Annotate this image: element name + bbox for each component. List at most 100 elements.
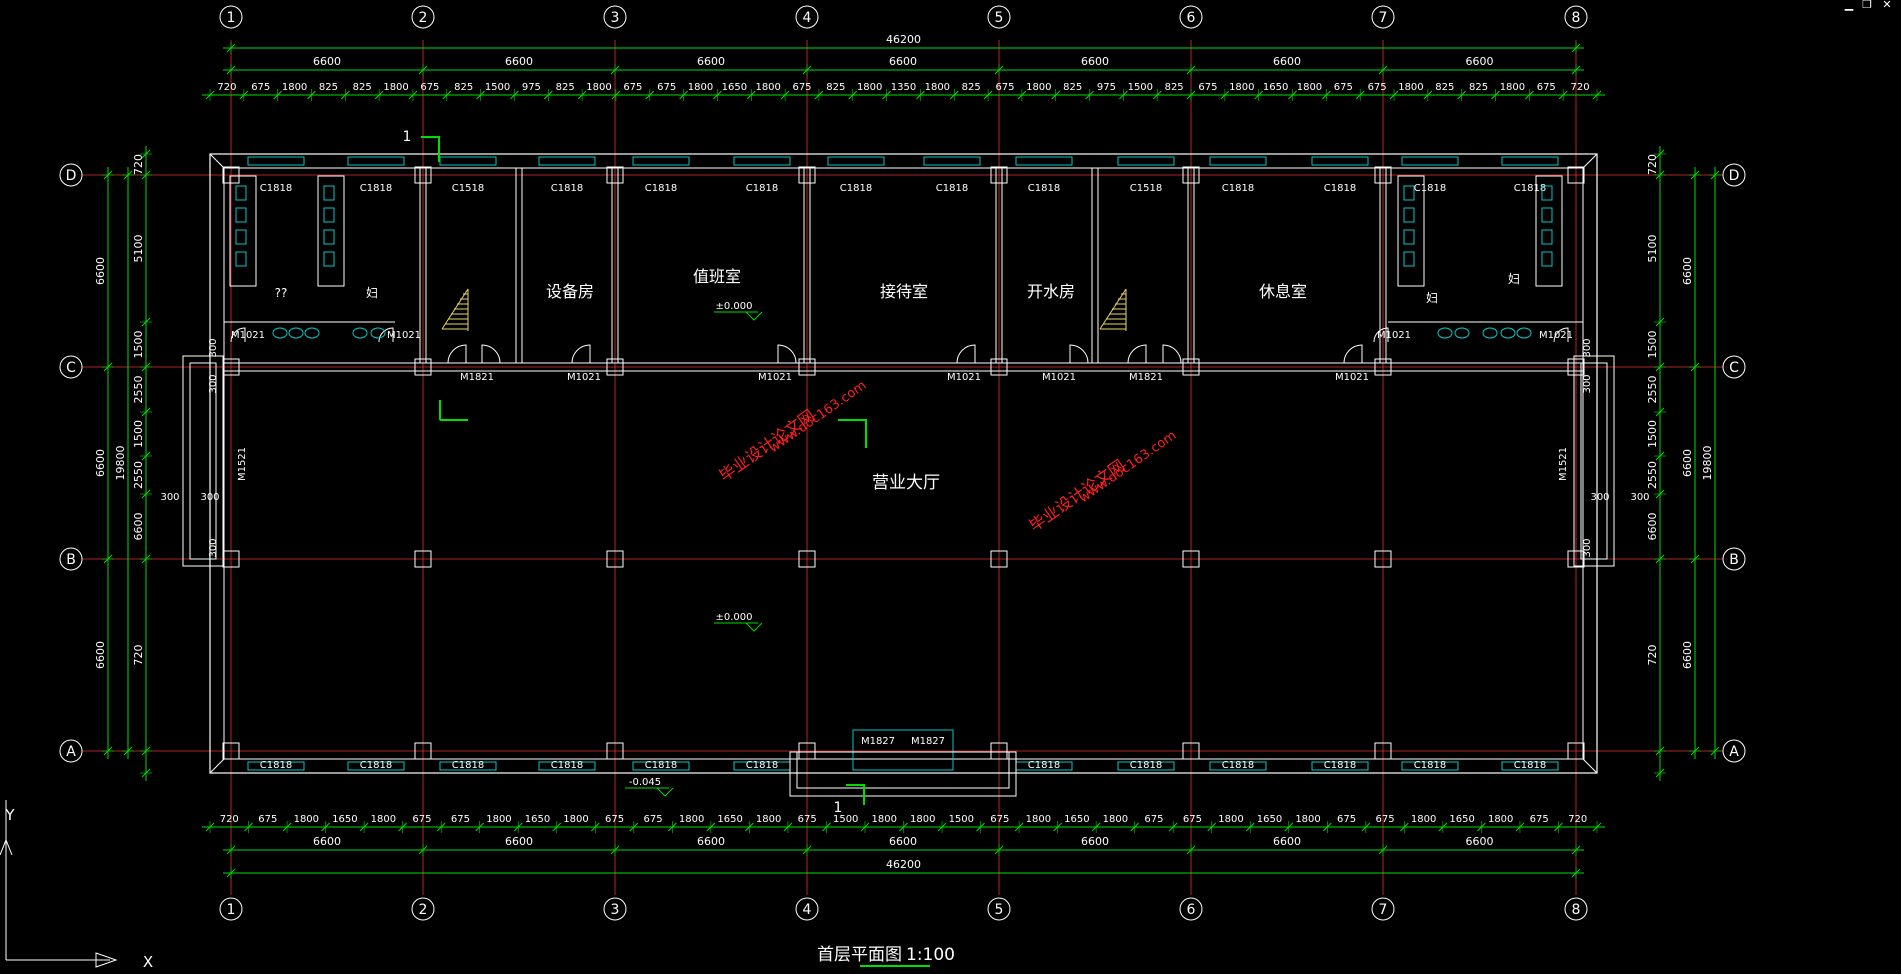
grid-bubble <box>1371 897 1395 921</box>
grid-bubble-label: B <box>1729 552 1739 568</box>
dim-label: 6600 <box>889 835 917 848</box>
window-bottom <box>347 761 405 771</box>
column <box>1374 742 1392 760</box>
column <box>606 358 624 376</box>
dim-label: 6600 <box>94 449 107 477</box>
window-label-bottom: C1818 <box>1514 760 1546 771</box>
level-label: ±0.000 <box>715 612 752 623</box>
room-label-wc: ?? <box>275 286 288 300</box>
dim-label: 1800 <box>1229 82 1254 93</box>
dim-label: 720 <box>1571 82 1590 93</box>
section-number-top: 1 <box>403 129 412 145</box>
toilet-fixtures <box>229 175 1563 339</box>
dim-label: 1800 <box>486 814 511 825</box>
level-triangle <box>656 787 674 797</box>
door-label: M1021 <box>947 372 981 383</box>
dim-label: 46200 <box>886 33 921 46</box>
grid-bubble <box>1371 5 1395 29</box>
window-bottom <box>1311 761 1369 771</box>
window-bottom <box>538 761 596 771</box>
dim-label: 1800 <box>1218 814 1243 825</box>
grid-bubble-label: 7 <box>1379 902 1388 918</box>
toilet-stall <box>323 185 335 201</box>
dim-label: 675 <box>644 814 663 825</box>
door-label: M1827 <box>911 736 945 747</box>
dim-label: 6600 <box>132 513 145 541</box>
dim-label: 1650 <box>717 814 742 825</box>
column <box>606 550 624 568</box>
grid-bubble <box>603 5 627 29</box>
dim-label: 1800 <box>294 814 319 825</box>
ucs-arrow <box>0 838 13 856</box>
window-top <box>1015 156 1073 166</box>
sink <box>288 327 304 339</box>
grid-bubble <box>987 897 1011 921</box>
column <box>222 166 240 184</box>
dim-label: 1500 <box>949 814 974 825</box>
minimize-icon[interactable]: ▁ <box>1844 0 1854 11</box>
door-swing <box>571 344 591 364</box>
stall-block <box>317 175 345 287</box>
door-label: M1021 <box>567 372 601 383</box>
toilet-stall <box>1403 185 1415 201</box>
window-label-bottom: C1818 <box>360 760 392 771</box>
column <box>1182 358 1200 376</box>
door-swing <box>777 344 797 364</box>
dim-label: 1500 <box>1646 420 1659 448</box>
dim-label: 1800 <box>857 82 882 93</box>
column <box>606 742 624 760</box>
dim-label: 720 <box>132 154 145 175</box>
level-triangle <box>745 311 763 321</box>
section-number-bottom: 1 <box>834 800 843 816</box>
dim-label: 975 <box>522 82 541 93</box>
window-label-bottom: C1818 <box>1130 760 1162 771</box>
step-dim-label: 300 <box>160 492 179 503</box>
ucs-x-label: X <box>143 953 153 971</box>
dim-label: 6600 <box>505 55 533 68</box>
grid-bubble <box>59 163 83 187</box>
door-label: M1821 <box>1129 372 1163 383</box>
dim-label: 825 <box>1435 82 1454 93</box>
door-label: M1521 <box>1558 447 1569 481</box>
dim-label: 675 <box>251 82 270 93</box>
column <box>798 742 816 760</box>
window-label-top: C1818 <box>1514 183 1546 194</box>
window-top <box>1117 156 1175 166</box>
grid-bubble-label: C <box>1729 360 1739 376</box>
stairs <box>441 288 1127 331</box>
room-label-rest: 休息室 <box>1259 282 1307 301</box>
close-icon[interactable]: ✕ <box>1882 0 1892 11</box>
dim-label: 1800 <box>1026 82 1051 93</box>
wall-corner <box>1582 153 1598 169</box>
room-label-reception: 接待室 <box>880 282 928 301</box>
window-label-bottom: C1818 <box>1414 760 1446 771</box>
grid-bubble-label: 3 <box>611 902 620 918</box>
dim-label: 2550 <box>132 461 145 489</box>
column <box>1182 550 1200 568</box>
watermark-url: www.doc163.com <box>1077 428 1180 506</box>
watermark-url: www.doc163.com <box>767 378 870 456</box>
toilet-stall <box>323 207 335 223</box>
grid-bubble <box>795 897 819 921</box>
dim-label: 6600 <box>1681 641 1694 669</box>
column <box>1374 550 1392 568</box>
grid-bubble-label: B <box>66 552 76 568</box>
dim-label: 675 <box>995 82 1014 93</box>
door-label: M1021 <box>387 330 421 341</box>
stall-block <box>229 175 257 287</box>
dim-label: 1500 <box>132 331 145 359</box>
window-label-bottom: C1818 <box>260 760 292 771</box>
door-swing <box>1069 344 1089 364</box>
dim-label: 1350 <box>891 82 916 93</box>
restore-icon[interactable]: ❐ <box>1862 0 1872 11</box>
window-label-bottom: C1818 <box>452 760 484 771</box>
column <box>414 358 432 376</box>
dim-label: 6600 <box>1273 835 1301 848</box>
dim-label: 825 <box>454 82 473 93</box>
dim-label: 1800 <box>1500 82 1525 93</box>
stair-arrow <box>441 288 469 330</box>
dim-label: 6600 <box>1273 55 1301 68</box>
dim-label: 675 <box>1183 814 1202 825</box>
window-label-bottom: C1818 <box>1028 760 1060 771</box>
